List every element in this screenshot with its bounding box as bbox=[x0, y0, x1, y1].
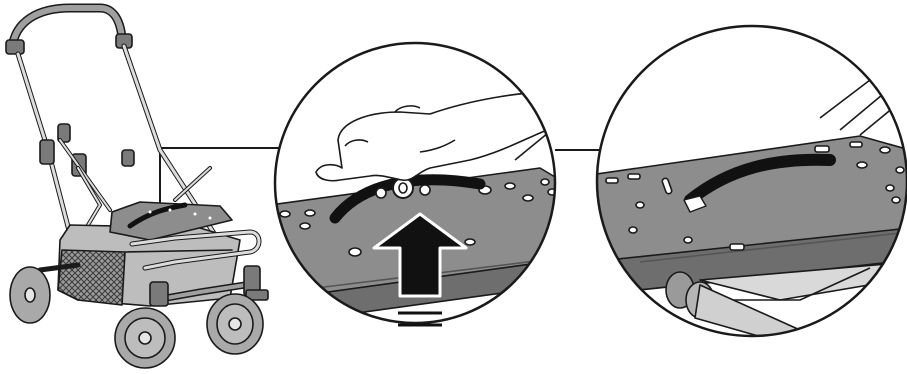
basket-mesh bbox=[58, 250, 125, 305]
handlebar bbox=[12, 8, 122, 50]
front-wheel-left bbox=[115, 308, 175, 368]
rear-wheel bbox=[10, 267, 50, 323]
detail-push-strap bbox=[270, 40, 570, 340]
front-wheel-right bbox=[207, 294, 263, 354]
detail-strap-fastened bbox=[590, 20, 907, 350]
left-handle-joint bbox=[6, 40, 24, 54]
stroller-illustration bbox=[6, 8, 268, 368]
